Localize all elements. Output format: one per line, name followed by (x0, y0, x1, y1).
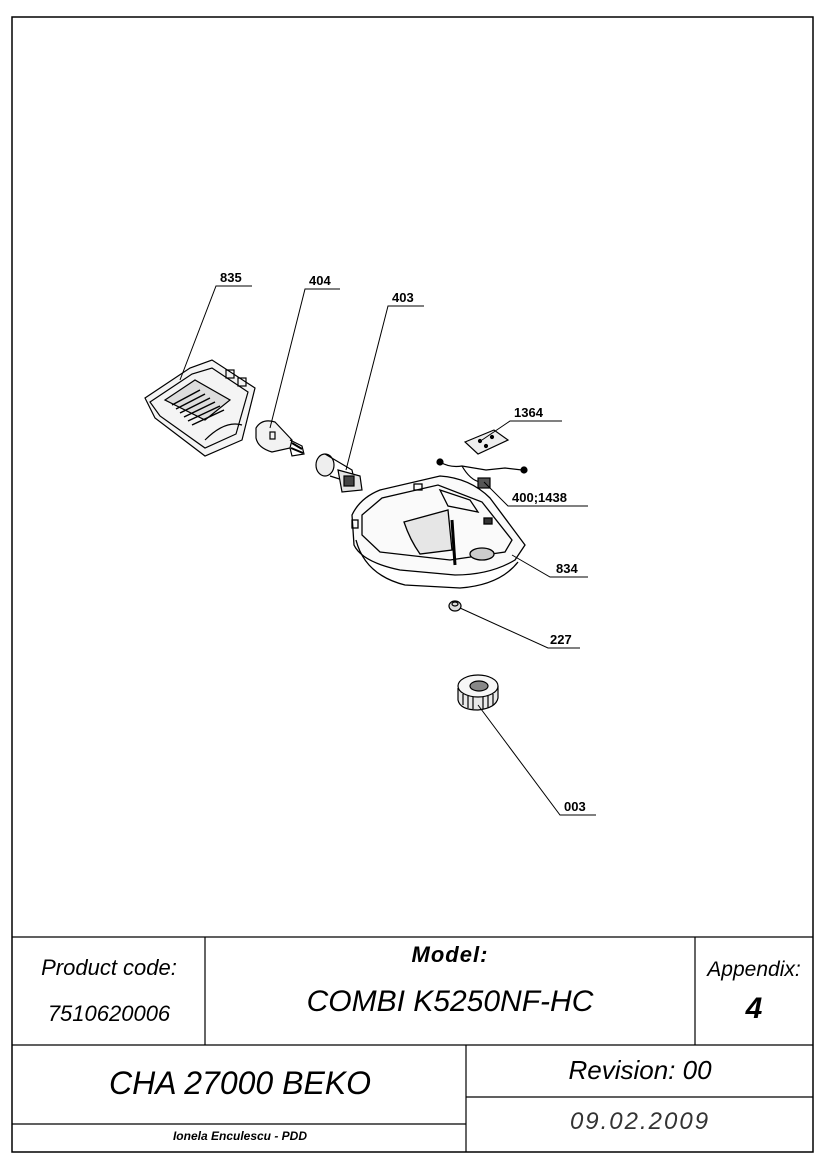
appendix-label: Appendix: (707, 958, 801, 981)
part-400-1438-wiring (436, 458, 528, 489)
callout-400-1438: 400;1438 (512, 490, 567, 505)
part-835-cover (144, 359, 256, 457)
callout-835: 835 (220, 270, 242, 285)
product-code-value: 7510620006 (47, 1001, 171, 1026)
chassis-name: CHA 27000 BEKO (108, 1065, 372, 1101)
callout-403: 403 (392, 290, 414, 305)
callout-227: 227 (550, 632, 572, 647)
product-code-label: Product code: (41, 955, 177, 980)
callout-1364: 1364 (514, 405, 544, 420)
part-403-lamp-holder (315, 453, 363, 493)
callout-404: 404 (309, 273, 331, 288)
part-227-nut (448, 600, 462, 612)
model-label: Model: (411, 942, 489, 967)
model-value: COMBI K5250NF-HC (306, 985, 594, 1018)
part-003-knob (457, 674, 499, 711)
callout-003: 003 (564, 799, 586, 814)
date: 09.02.2009 (569, 1108, 711, 1135)
author: Ionela Enculescu - PDD (172, 1129, 308, 1143)
appendix-value: 4 (745, 992, 763, 1025)
title-block-grid (12, 936, 813, 1152)
part-404-lamp-bulb (255, 420, 305, 457)
revision: Revision: 00 (568, 1055, 712, 1085)
part-1364-plate (463, 429, 510, 455)
part-834-lamp-housing (351, 475, 526, 589)
drawing-frame (11, 16, 814, 1153)
callout-leaders (179, 285, 596, 816)
callout-834: 834 (556, 561, 578, 576)
